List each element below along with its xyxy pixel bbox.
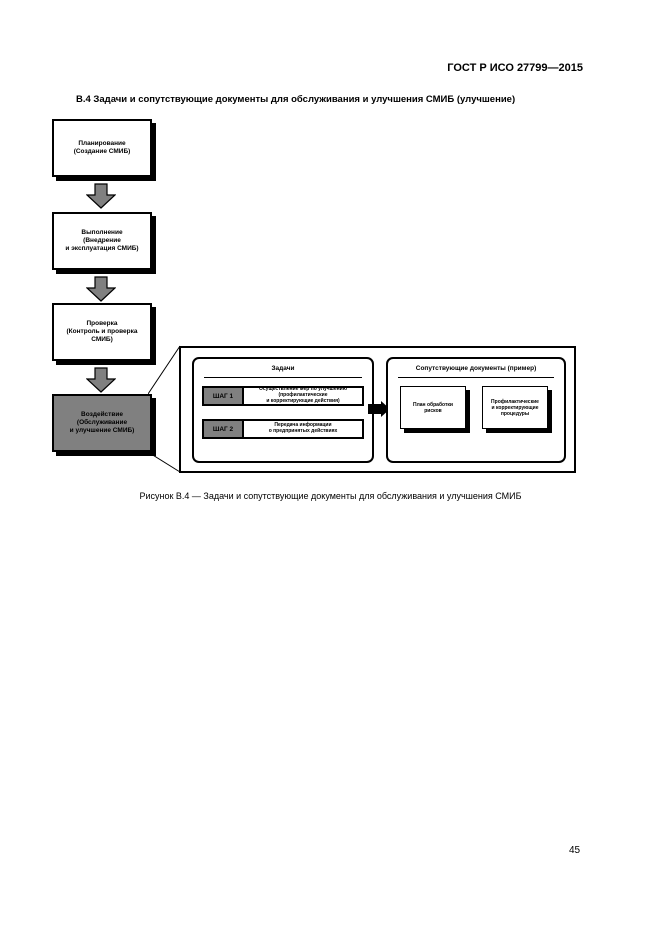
divider [398,377,554,378]
divider [204,377,362,378]
stage-check: Проверка (Контроль и проверка СМИБ) [52,303,152,361]
stage-plan: Планирование (Создание СМИБ) [52,119,152,177]
tasks-title: Задачи [271,365,295,372]
tasks-panel: Задачи ШАГ 1 Осуществление мер по улучше… [192,357,374,463]
documents-panel: Сопутствующие документы (пример) План об… [386,357,566,463]
stage-act-label: Воздействие (Обслуживание и улучшение СМ… [69,410,135,435]
down-arrow-icon [86,183,116,209]
step-2: ШАГ 2 Передача информации о предпринятых… [202,419,364,439]
document-item: План обработки рисков [400,386,466,429]
documents-title: Сопутствующие документы (пример) [415,365,537,372]
step-1: ШАГ 1 Осуществление мер по улучшению (пр… [202,386,364,406]
down-arrow-icon [86,276,116,302]
document-item: Профилактические и корректирующие процед… [482,386,548,429]
callout-connector [148,345,181,473]
step-1-text: Осуществление мер по улучшению (профилак… [259,386,347,404]
figure-caption: Рисунок В.4 — Задачи и сопутствующие док… [139,491,522,501]
step-1-label: ШАГ 1 [204,388,244,404]
step-2-label: ШАГ 2 [204,421,244,437]
page-number: 45 [569,845,581,856]
stage-act: Воздействие (Обслуживание и улучшение СМ… [52,394,152,452]
step-2-text: Передача информации о предпринятых дейст… [268,422,338,434]
standard-header: ГОСТ Р ИСО 27799—2015 [447,62,583,74]
detail-panel: Задачи ШАГ 1 Осуществление мер по улучше… [179,346,576,473]
section-title: В.4 Задачи и сопутствующие документы для… [76,94,516,105]
stage-do: Выполнение (Внедрение и эксплуатация СМИ… [52,212,152,270]
down-arrow-icon [86,367,116,393]
stage-plan-label: Планирование (Создание СМИБ) [73,139,131,155]
right-arrow-icon [368,401,390,417]
stage-do-label: Выполнение (Внедрение и эксплуатация СМИ… [65,228,139,253]
stage-check-label: Проверка (Контроль и проверка СМИБ) [66,319,138,344]
